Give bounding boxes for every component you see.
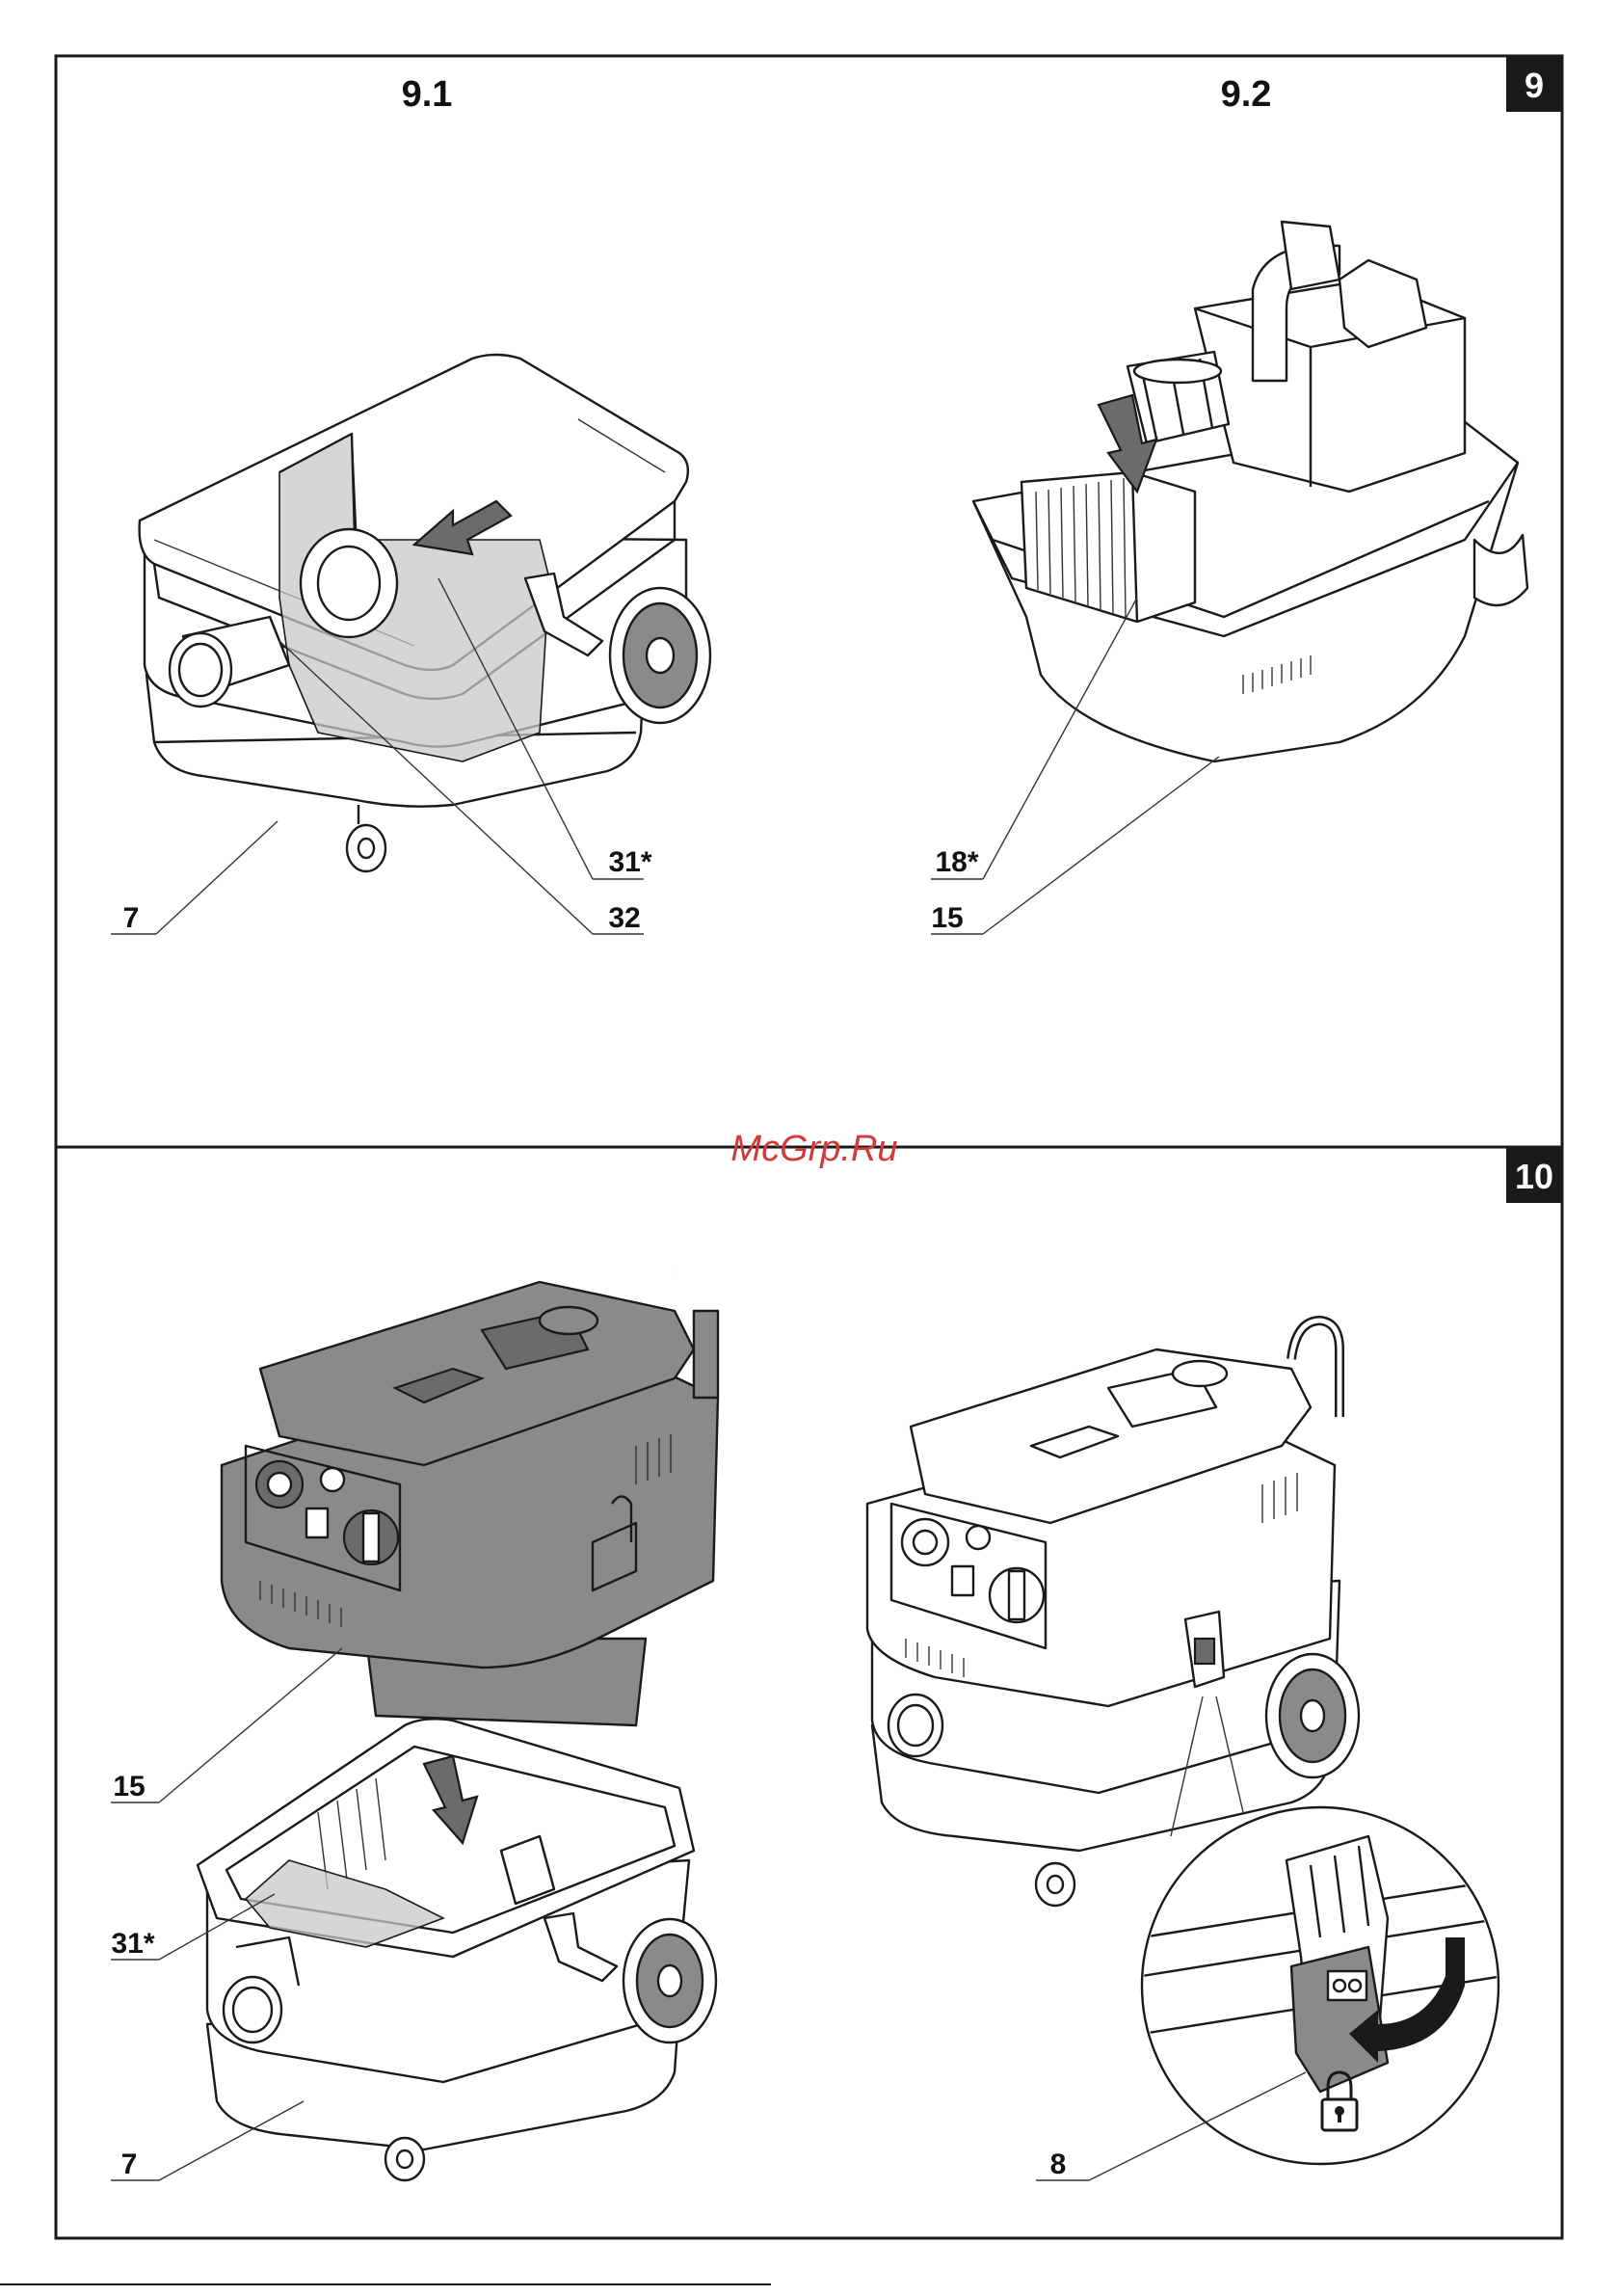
container-empty-illustration [198,1719,716,2180]
panel-title-9-1: 9.1 [402,74,453,115]
motor-head-illustration-9-2 [973,222,1527,761]
callout-32: 32 [608,902,640,934]
callout-7: 7 [123,902,140,934]
callout-7-b: 7 [121,2149,138,2180]
svg-text:9: 9 [1525,66,1544,105]
caster-wheel [347,805,385,871]
callout-8: 8 [1050,2149,1067,2180]
svg-text:10: 10 [1515,1157,1553,1196]
callout-31-b: 31* [111,1928,154,1960]
callout-31: 31* [608,846,651,878]
figure-10-badge: 10 [1506,1147,1562,1203]
callout-18: 18* [935,846,978,878]
vacuum-container-illustration-9-1 [140,355,710,871]
filter-holder [1127,352,1229,443]
panel-title-9-2: 9.2 [1221,74,1272,115]
callout-15: 15 [931,902,963,934]
figure-9-badge: 9 [1506,56,1562,112]
watermark: McGrp.Ru [730,1129,897,1169]
callout-15-b: 15 [113,1771,145,1802]
rear-wheel [610,588,710,723]
motor-head-lifted-illustration [222,1253,718,1725]
